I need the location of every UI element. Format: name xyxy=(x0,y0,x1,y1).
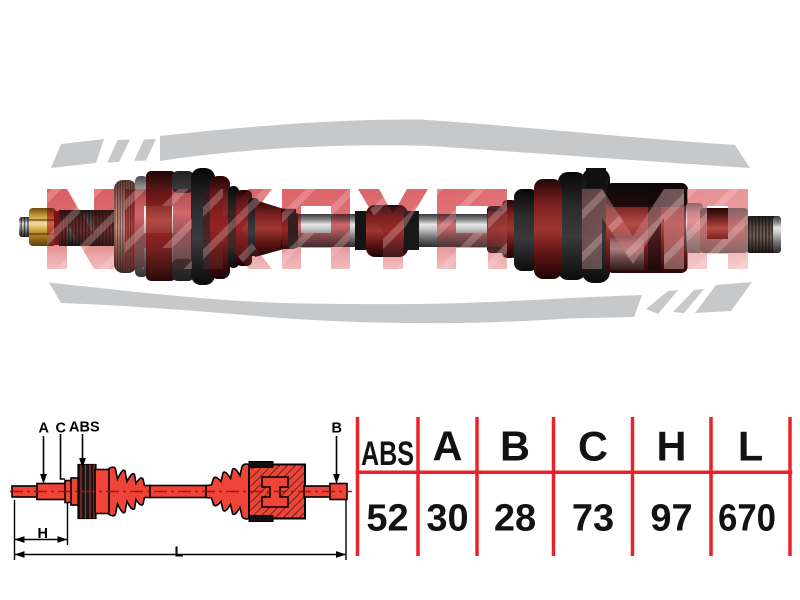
svg-text:97: 97 xyxy=(650,498,692,540)
svg-text:30: 30 xyxy=(426,498,468,540)
svg-text:C: C xyxy=(56,421,67,437)
svg-text:L: L xyxy=(175,545,184,561)
svg-text:A: A xyxy=(39,421,50,437)
svg-text:52: 52 xyxy=(366,498,408,540)
svg-text:ABS: ABS xyxy=(361,435,414,473)
svg-text:H: H xyxy=(38,526,48,542)
svg-text:H: H xyxy=(657,423,687,470)
svg-text:73: 73 xyxy=(572,498,614,540)
svg-text:L: L xyxy=(738,423,763,470)
svg-text:670: 670 xyxy=(718,498,776,540)
svg-text:A: A xyxy=(433,423,463,470)
svg-text:ABS: ABS xyxy=(69,420,100,436)
svg-text:28: 28 xyxy=(494,498,536,540)
svg-text:B: B xyxy=(500,423,530,470)
svg-text:B: B xyxy=(332,421,342,437)
svg-text:C: C xyxy=(578,423,608,470)
